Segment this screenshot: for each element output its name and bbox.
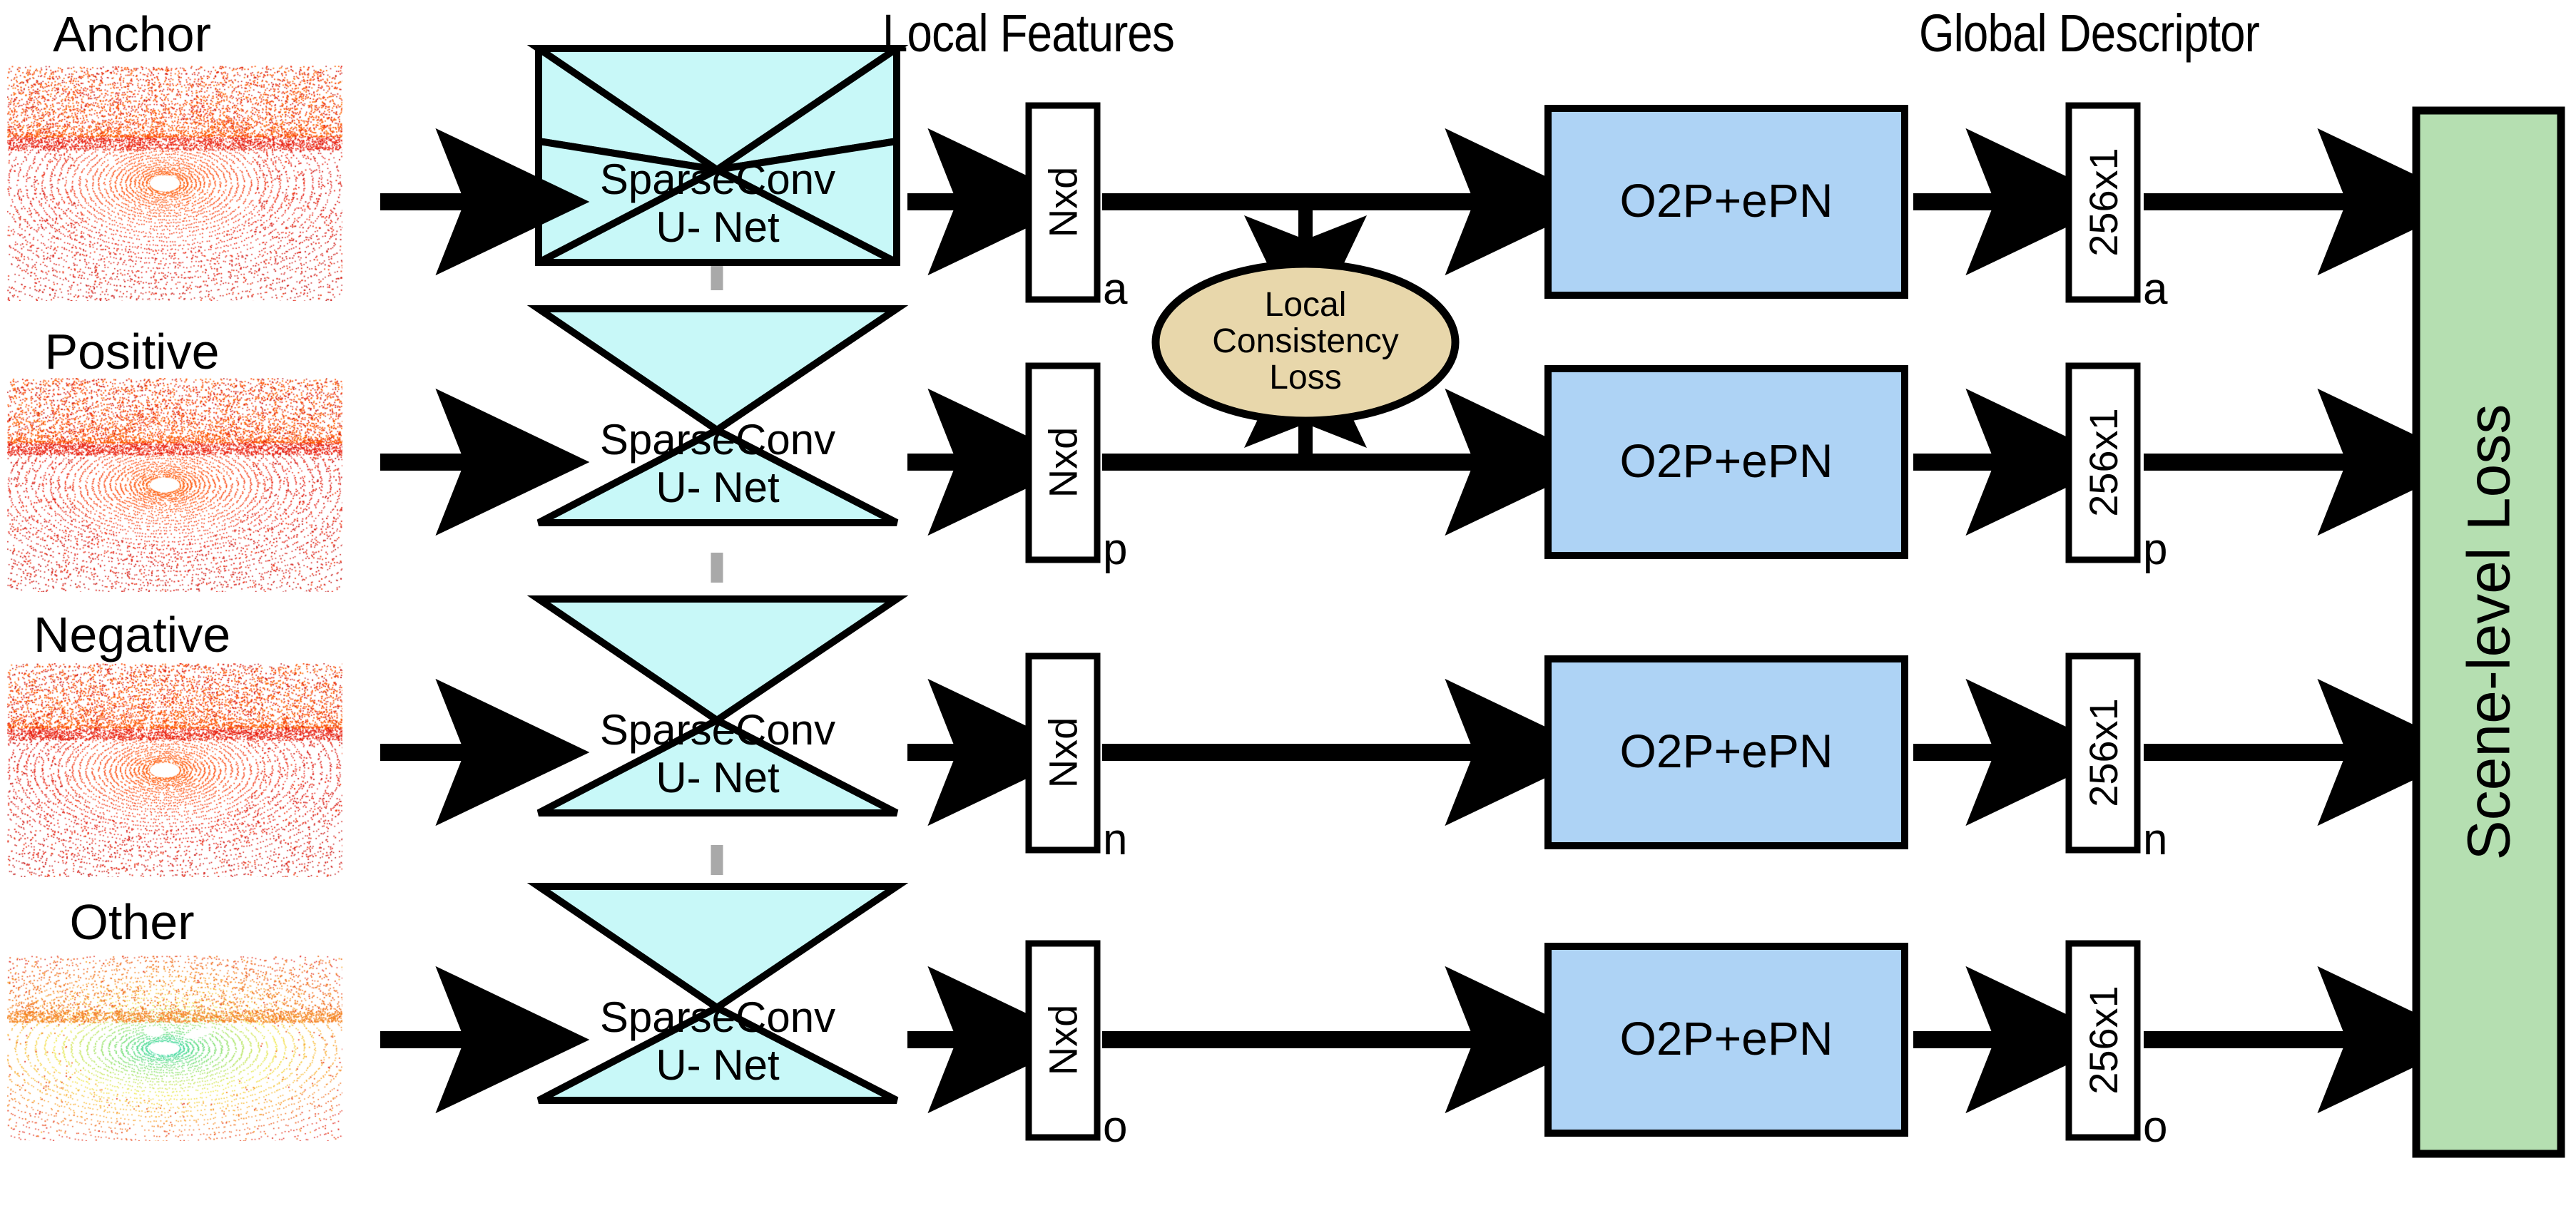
unet-block-row-3 xyxy=(526,595,909,817)
descriptor-label-wrap-row-1: 256x1 xyxy=(2036,148,2170,257)
row-label-negative: Negative xyxy=(33,607,231,662)
nxd-box-row-3 xyxy=(1025,652,1101,854)
descriptor-label-wrap-row-3: 256x1 xyxy=(2036,698,2170,807)
nxd-box-row-1 xyxy=(1025,102,1101,303)
nxd-box-row-4 xyxy=(1025,940,1101,1141)
header-local-features: Local Features xyxy=(882,4,1175,63)
o2p-label-row-2: O2P+ePN xyxy=(1619,434,1833,487)
nxd-box-row-2 xyxy=(1025,362,1101,563)
lcl-line2: Consistency xyxy=(1212,322,1399,360)
descriptor-box-row-4 xyxy=(2065,940,2141,1141)
row-label-other: Other xyxy=(69,894,195,950)
unet-block-row-1-outline xyxy=(526,45,909,266)
o2p-label-row-3: O2P+ePN xyxy=(1619,725,1833,777)
header-global-descriptor: Global Descriptor xyxy=(1919,4,2260,63)
nxd-subscript-row-3: n xyxy=(1103,815,1128,864)
unet-line1-row-2: SparseConv xyxy=(599,416,836,464)
unet-label-row-3: SparseConv U- Net xyxy=(539,706,897,802)
nxd-label-wrap-row-1: Nxd xyxy=(996,166,1130,237)
unet-label-row-4: SparseConv U- Net xyxy=(539,993,897,1089)
row-label-positive: Positive xyxy=(44,324,220,379)
descriptor-subscript-row-3: n xyxy=(2143,815,2168,864)
o2p-label-row-1: O2P+ePN xyxy=(1619,174,1833,227)
unet-line1-row-4: SparseConv xyxy=(599,993,836,1041)
unet-line1-row-1: SparseConv xyxy=(599,155,836,203)
unet-block-row-4 xyxy=(526,883,909,1104)
point-cloud-negative xyxy=(7,663,342,877)
local-consistency-loss-label: Local Consistency Loss xyxy=(1156,287,1455,396)
descriptor-box-row-3 xyxy=(2065,652,2141,854)
unet-label-row-1: SparseConv U- Net xyxy=(539,155,897,251)
nxd-label-wrap-row-3: Nxd xyxy=(996,717,1130,788)
nxd-label-row-2: Nxd xyxy=(1040,426,1086,498)
descriptor-label-row-2: 256x1 xyxy=(2080,407,2126,517)
nxd-label-row-4: Nxd xyxy=(1040,1004,1086,1075)
nxd-label-row-3: Nxd xyxy=(1040,717,1086,788)
o2p-block-row-2 xyxy=(1544,365,1908,559)
descriptor-label-wrap-row-2: 256x1 xyxy=(2036,408,2170,517)
unet-label-row-2: SparseConv U- Net xyxy=(539,416,897,511)
unet-line2-row-2: U- Net xyxy=(656,464,780,512)
point-cloud-anchor xyxy=(7,66,342,301)
nxd-label-row-1: Nxd xyxy=(1040,166,1086,237)
descriptor-subscript-row-4: o xyxy=(2143,1102,2168,1152)
scene-level-loss-box xyxy=(2412,106,2565,1158)
unet-line2-row-4: U- Net xyxy=(656,1041,780,1090)
row-label-anchor: Anchor xyxy=(53,6,211,62)
nxd-subscript-row-1: a xyxy=(1103,265,1128,314)
lcl-line3: Loss xyxy=(1269,358,1342,396)
nxd-label-wrap-row-2: Nxd xyxy=(996,426,1130,498)
scene-level-loss-label: Scene-level Loss xyxy=(2455,404,2522,861)
descriptor-subscript-row-1: a xyxy=(2143,265,2168,314)
unet-block-row-2 xyxy=(526,305,909,526)
descriptor-label-row-4: 256x1 xyxy=(2080,985,2126,1095)
local-consistency-loss-ellipse xyxy=(1151,260,1460,425)
descriptor-box-row-2 xyxy=(2065,362,2141,563)
descriptor-label-row-3: 256x1 xyxy=(2080,697,2126,807)
descriptor-label-row-1: 256x1 xyxy=(2080,147,2126,257)
lcl-line1: Local xyxy=(1264,286,1347,324)
o2p-label-row-4: O2P+ePN xyxy=(1619,1012,1833,1065)
descriptor-label-wrap-row-4: 256x1 xyxy=(2036,986,2170,1095)
descriptor-box-row-1 xyxy=(2065,102,2141,303)
o2p-block-row-1 xyxy=(1544,105,1908,299)
o2p-block-row-3 xyxy=(1544,655,1908,849)
point-cloud-positive xyxy=(7,378,342,592)
nxd-label-wrap-row-4: Nxd xyxy=(996,1004,1130,1075)
o2p-block-row-4 xyxy=(1544,943,1908,1137)
point-cloud-other xyxy=(7,956,342,1141)
nxd-subscript-row-4: o xyxy=(1103,1102,1128,1152)
unet-line2-row-1: U- Net xyxy=(656,203,780,252)
nxd-subscript-row-2: p xyxy=(1103,525,1128,574)
unet-line1-row-3: SparseConv xyxy=(599,706,836,754)
unet-line2-row-3: U- Net xyxy=(656,754,780,802)
scene-level-loss-label-wrap: Scene-level Loss xyxy=(2416,111,2561,1154)
descriptor-subscript-row-2: p xyxy=(2143,525,2168,574)
